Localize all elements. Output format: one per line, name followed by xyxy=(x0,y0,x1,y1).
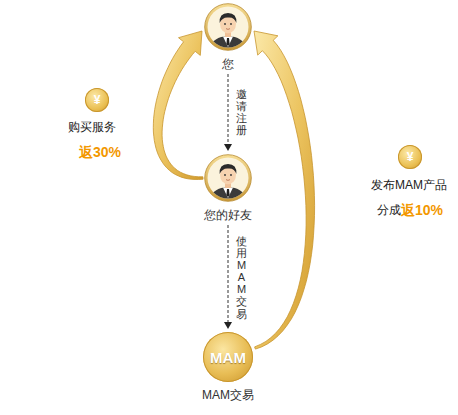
flow-arrow xyxy=(224,225,232,329)
avatar-figure xyxy=(204,154,252,202)
coin-symbol: ¥ xyxy=(407,151,414,163)
mam-circle: MAM xyxy=(203,332,253,382)
arrow-head xyxy=(224,144,232,151)
reward-arrow xyxy=(254,31,315,349)
gold-curved-arrow xyxy=(254,31,315,349)
avatar-figure xyxy=(204,3,252,51)
note-text: 发布MAM产品 xyxy=(371,178,447,192)
gold-curved-arrow xyxy=(153,31,203,180)
arrow-head xyxy=(224,322,232,329)
coin-icon: ¥ xyxy=(85,88,109,112)
coin-icon: ¥ xyxy=(398,145,422,169)
edge-label: 使用MAM交易 xyxy=(236,235,247,320)
avatar-icon xyxy=(204,3,252,51)
user-node: 您 xyxy=(204,3,252,71)
mam-node: MAM MAM交易 xyxy=(202,332,254,402)
flow-arrow xyxy=(224,74,232,151)
dashed-line xyxy=(228,74,229,144)
node-label: 您的好友 xyxy=(204,208,252,222)
rebate-text: 返30% xyxy=(79,144,121,160)
rebate-text: 返10% xyxy=(401,202,443,218)
edge-label: 邀请注册 xyxy=(236,88,247,136)
reward-arrow xyxy=(153,31,203,180)
note-text: 分成 xyxy=(377,203,401,217)
circle-text: MAM xyxy=(210,349,246,366)
note-text: 购买服务 xyxy=(68,120,116,134)
coin-symbol: ¥ xyxy=(94,94,101,106)
user-node: 您的好友 xyxy=(204,154,252,222)
node-label: 您 xyxy=(204,57,252,71)
dashed-line xyxy=(228,225,229,322)
node-label: MAM交易 xyxy=(202,388,254,402)
avatar-icon xyxy=(204,154,252,202)
